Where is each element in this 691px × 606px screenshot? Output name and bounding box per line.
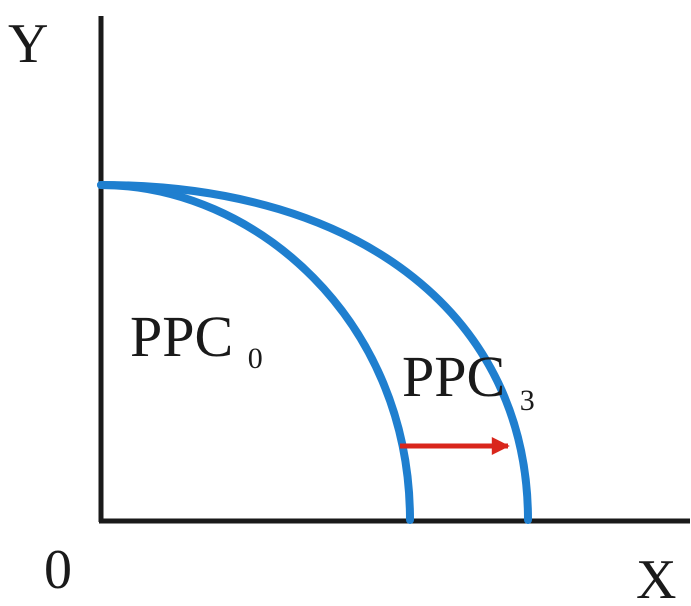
origin-label: 0 bbox=[44, 539, 72, 601]
ppc-3-curve bbox=[97, 181, 532, 524]
y-axis-label: Y bbox=[8, 13, 48, 75]
ppc-0-label-main: PPC bbox=[130, 304, 233, 369]
ppc-3-label-main: PPC bbox=[402, 344, 505, 409]
x-axis-label: X bbox=[636, 549, 676, 606]
ppc-3-label-subscript: 3 bbox=[520, 384, 535, 417]
ppc-0-curve bbox=[97, 181, 414, 524]
ppc-3-label: PPC 3 bbox=[402, 344, 535, 417]
ppc-0-label-subscript: 0 bbox=[248, 342, 263, 375]
ppc-0-label: PPC 0 bbox=[130, 304, 263, 375]
